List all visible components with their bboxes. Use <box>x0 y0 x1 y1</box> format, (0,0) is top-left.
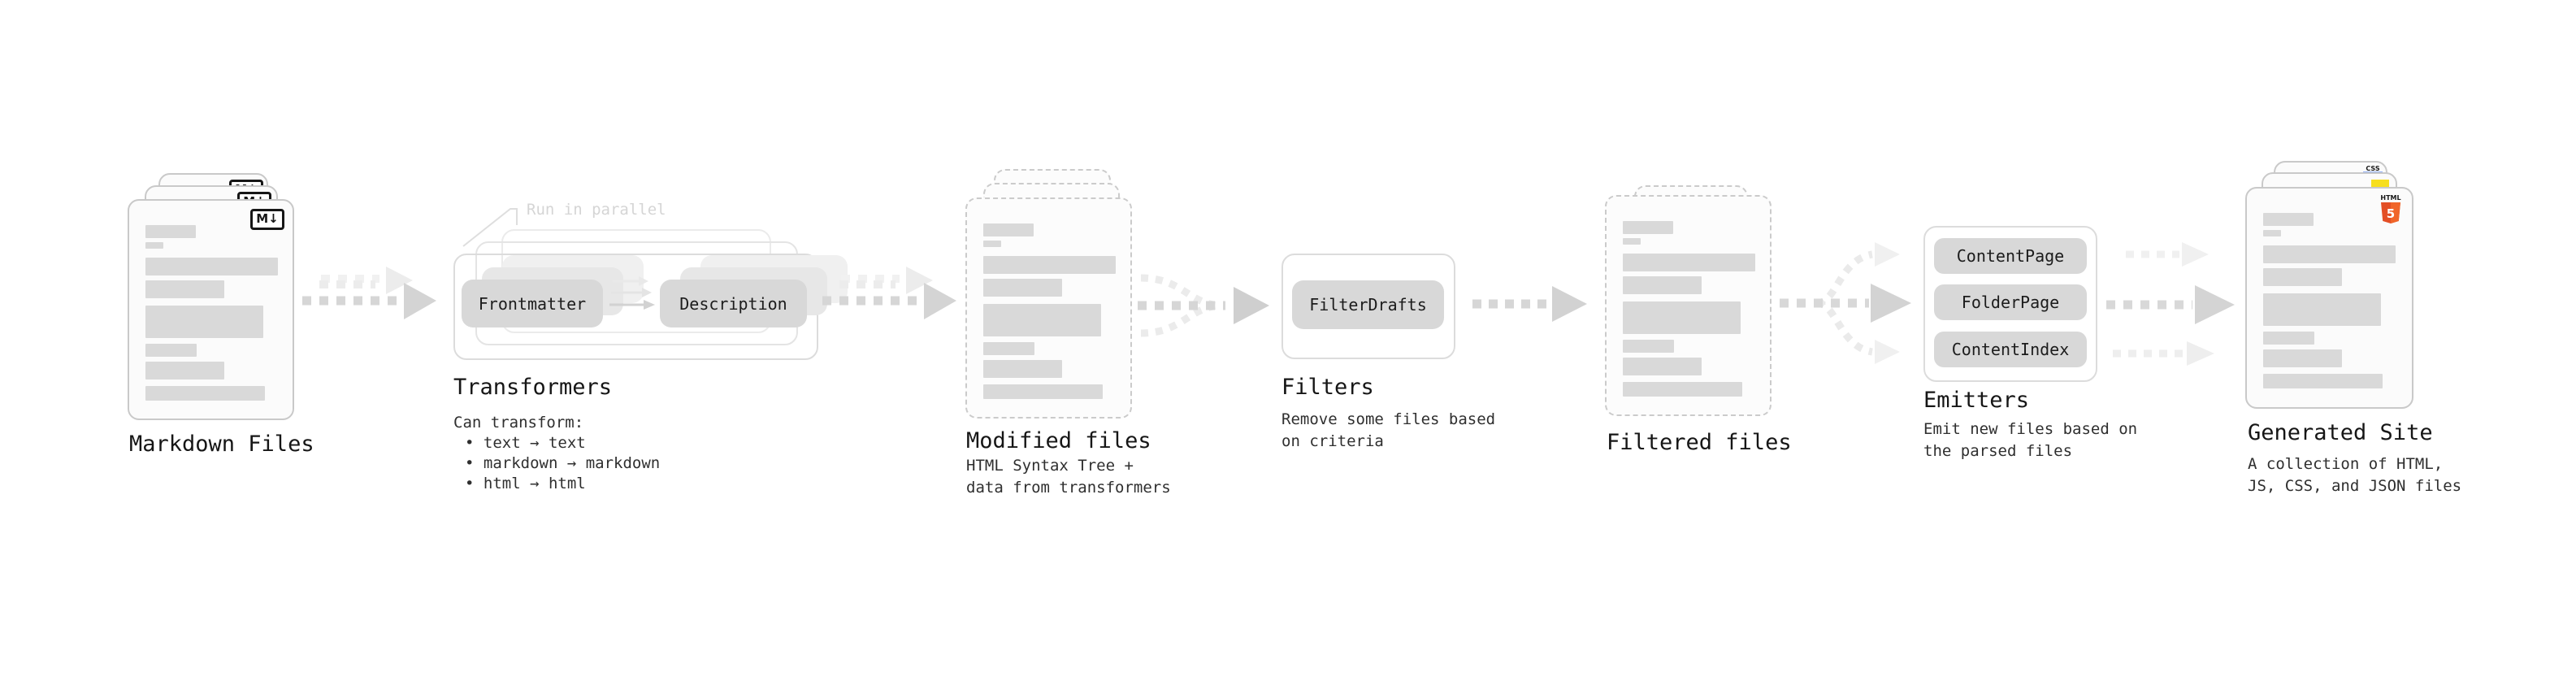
file-skeleton <box>2263 213 2396 388</box>
description-pill: Description <box>660 280 807 327</box>
skeleton-bar <box>2263 230 2281 236</box>
transformers-description: Can transform: • text → text • markdown … <box>453 413 660 494</box>
skeleton-bar <box>145 362 224 380</box>
skeleton-bar <box>145 386 265 401</box>
filtered-files-label: Filtered files <box>1607 430 1792 455</box>
flow-arrow-icon <box>1472 286 1587 322</box>
skeleton-bar <box>1623 254 1755 271</box>
generated-site-description: A collection of HTML, JS, CSS, and JSON … <box>2248 455 2462 495</box>
skeleton-bar <box>983 384 1103 399</box>
skeleton-bar <box>1623 238 1641 245</box>
skeleton-bar <box>2263 268 2342 286</box>
skeleton-bar <box>1623 382 1742 397</box>
bullet-item: • markdown → markdown <box>465 454 661 472</box>
skeleton-bar <box>2263 245 2396 263</box>
skeleton-bar <box>983 304 1101 336</box>
file-card-html: HTML 5 <box>2245 187 2413 409</box>
skeleton-bar <box>145 242 163 249</box>
skeleton-bar <box>145 225 196 238</box>
folderpage-pill: FolderPage <box>1934 284 2087 320</box>
transformers-label: Transformers <box>453 375 613 400</box>
skeleton-bar <box>1623 221 1673 234</box>
skeleton-bar <box>2263 349 2342 367</box>
markdown-icon: M↓ <box>250 209 284 230</box>
can-transform-title: Can transform: <box>453 414 584 432</box>
file-skeleton <box>145 225 278 401</box>
skeleton-bar <box>983 360 1062 378</box>
annotation-leader-line <box>462 208 518 247</box>
bullet-item: • html → html <box>465 475 586 492</box>
skeleton-bar <box>983 342 1034 355</box>
skeleton-bar <box>2263 213 2314 226</box>
flow-arrow-merge-icon <box>1138 274 1269 337</box>
flow-arrow-split-icon <box>1780 242 1911 364</box>
skeleton-bar <box>1623 340 1674 353</box>
svg-text:HTML: HTML <box>2380 194 2400 202</box>
filterdrafts-pill: FilterDrafts <box>1292 280 1444 329</box>
skeleton-bar <box>983 241 1001 247</box>
skeleton-bar <box>1623 276 1702 294</box>
svg-text:CSS: CSS <box>2366 165 2379 172</box>
html5-logo-icon: HTML 5 <box>2380 194 2401 223</box>
emitters-description: Emit new files based on the parsed files <box>1923 420 2138 460</box>
contentindex-pill: ContentIndex <box>1934 332 2087 367</box>
file-skeleton <box>1623 221 1755 397</box>
frontmatter-pill: Frontmatter <box>462 280 603 327</box>
skeleton-bar <box>2263 293 2381 326</box>
generated-site-label: Generated Site <box>2248 420 2433 445</box>
flow-arrow-multi-icon <box>302 267 436 319</box>
file-skeleton <box>983 223 1116 399</box>
emitters-frame <box>1923 226 2097 382</box>
contentpage-pill: ContentPage <box>1934 238 2087 274</box>
filters-frame <box>1281 254 1455 359</box>
skeleton-bar <box>2263 374 2383 388</box>
skeleton-bar <box>983 279 1062 297</box>
modified-files-label: Modified files <box>966 428 1151 453</box>
file-card-front <box>965 197 1132 419</box>
filters-description: Remove some files based on criteria <box>1281 410 1496 450</box>
skeleton-bar <box>1623 358 1702 375</box>
flow-arrow-multi-icon <box>822 267 956 319</box>
run-in-parallel-annotation: Run in parallel <box>527 201 666 219</box>
svg-text:5: 5 <box>2387 206 2395 221</box>
file-card-front <box>1605 195 1772 416</box>
skeleton-bar <box>145 280 224 298</box>
skeleton-bar <box>1623 301 1741 334</box>
skeleton-bar <box>2263 332 2314 345</box>
flow-arrow-triple-icon <box>2106 242 2235 366</box>
parallel-arrows-icon <box>609 276 655 310</box>
emitters-label: Emitters <box>1923 388 2030 413</box>
skeleton-bar <box>145 344 197 357</box>
markdown-files-label: Markdown Files <box>129 432 314 457</box>
filters-label: Filters <box>1281 375 1374 400</box>
skeleton-bar <box>145 258 278 275</box>
modified-files-description: HTML Syntax Tree + data from transformer… <box>966 457 1171 497</box>
bullet-item: • text → text <box>465 434 586 452</box>
skeleton-bar <box>983 223 1034 236</box>
skeleton-bar <box>983 256 1116 274</box>
skeleton-bar <box>145 306 263 338</box>
file-card-front: M↓ <box>128 199 294 420</box>
